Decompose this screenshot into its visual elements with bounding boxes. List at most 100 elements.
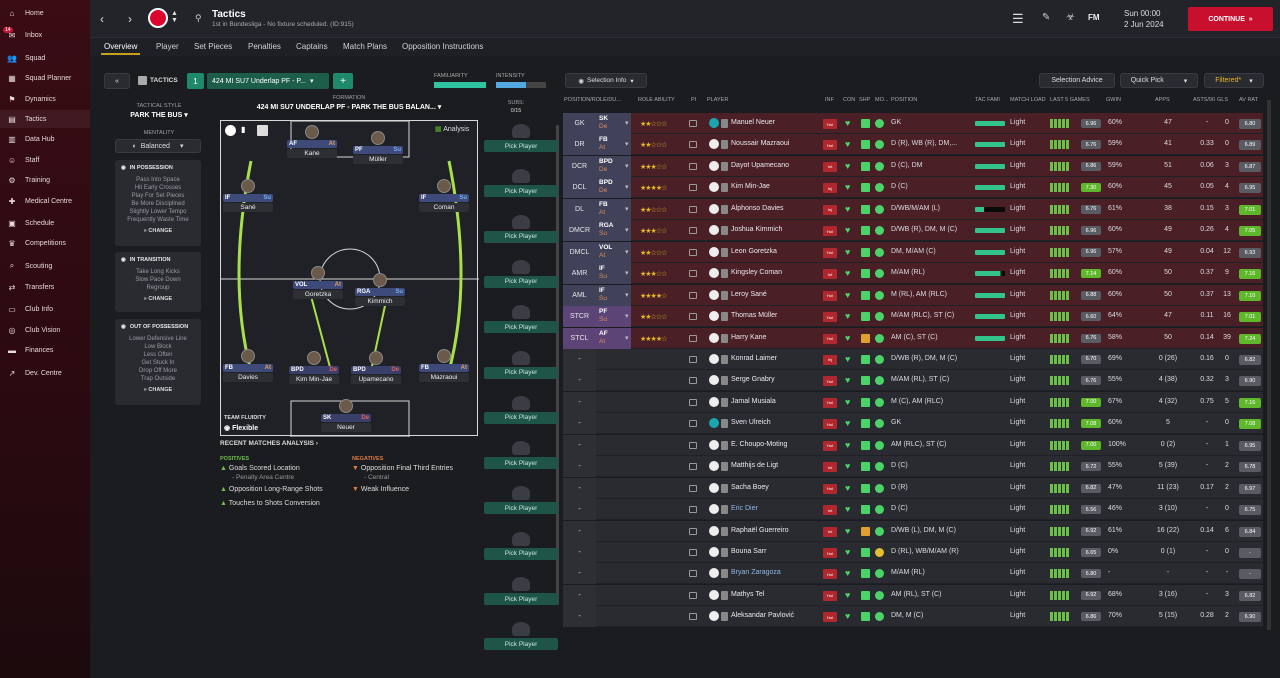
back-arrow-icon[interactable]: ‹ (100, 12, 104, 26)
forward-arrow-icon[interactable]: › (128, 12, 132, 26)
position-cell[interactable]: - (563, 456, 596, 478)
sidebar-item-squad[interactable]: 👥Squad (0, 49, 90, 67)
position-cell[interactable]: - (563, 520, 596, 542)
pi-icon[interactable] (689, 527, 697, 535)
player-name[interactable]: Eric Dier (731, 505, 758, 513)
pick-player-button[interactable]: Pick Player (484, 366, 558, 379)
player-name[interactable]: Noussair Mazraoui (731, 140, 790, 148)
pi-icon[interactable] (689, 248, 697, 256)
player-name[interactable]: Kingsley Coman (731, 269, 782, 277)
column-header[interactable]: LAST 5 GAMES (1050, 97, 1090, 103)
pi-icon[interactable] (689, 591, 697, 599)
pi-icon[interactable] (689, 506, 697, 514)
sidebar-item-club-vision[interactable]: ◎Club Vision (0, 321, 90, 339)
sidebar-item-home[interactable]: ⌂Home (0, 4, 90, 22)
analysis-button[interactable]: ▦ Analysis (435, 125, 469, 133)
pi-icon[interactable] (689, 398, 697, 406)
position-cell[interactable]: DMCR (563, 220, 596, 242)
pick-player-button[interactable]: Pick Player (484, 321, 558, 334)
pi-icon[interactable] (689, 205, 697, 213)
pick-player-button[interactable]: Pick Player (484, 275, 558, 288)
chevron-down-icon[interactable]: ▾ (625, 162, 629, 170)
player-name[interactable]: Thomas Müller (731, 312, 778, 320)
sidebar-item-dynamics[interactable]: ⚑Dynamics (0, 90, 90, 108)
pi-icon[interactable] (689, 613, 697, 621)
tab-penalties[interactable]: Penalties (248, 42, 281, 51)
position-cell[interactable]: - (563, 348, 596, 370)
pi-icon[interactable] (689, 184, 697, 192)
chevron-down-icon[interactable]: ▾ (625, 248, 629, 256)
pi-icon[interactable] (689, 570, 697, 578)
selection-advice-button[interactable]: Selection Advice (1039, 73, 1115, 88)
pi-icon[interactable] (689, 463, 697, 471)
column-header[interactable]: MATCH LOAD (1010, 97, 1046, 103)
continue-button[interactable]: CONTINUE » (1188, 7, 1273, 31)
position-cell[interactable]: - (563, 477, 596, 499)
pi-icon[interactable] (689, 484, 697, 492)
pi-icon[interactable] (689, 141, 697, 149)
tab-opposition-instructions[interactable]: Opposition Instructions (402, 42, 484, 51)
pick-player-button[interactable]: Pick Player (484, 140, 558, 152)
column-header[interactable]: INF (825, 97, 834, 103)
edit-icon[interactable]: ✎ (1042, 12, 1051, 23)
column-header[interactable]: GLS (1217, 97, 1229, 103)
pi-icon[interactable] (689, 313, 697, 321)
player-name[interactable]: Manuel Neuer (731, 119, 775, 126)
chevron-down-icon[interactable]: ▾ (625, 120, 629, 127)
sidebar-item-medical-centre[interactable]: ✚Medical Centre (0, 192, 90, 210)
chevron-down-icon[interactable]: ▾ (625, 270, 629, 278)
pi-icon[interactable] (689, 549, 697, 556)
player-name[interactable]: Dayot Upamecano (731, 161, 789, 169)
mentality-select[interactable]: ◐Balanced▾ (115, 139, 201, 153)
player-name[interactable]: Mathys Tel (731, 590, 765, 598)
sidebar-item-club-info[interactable]: ▭Club Info (0, 300, 90, 318)
column-header[interactable]: PLAYER (707, 97, 729, 103)
pick-player-button[interactable]: Pick Player (484, 230, 558, 243)
player-name[interactable]: Sven Ulreich (731, 419, 771, 427)
chevron-down-icon[interactable]: ▾ (625, 291, 629, 299)
column-header[interactable]: POSITION/ROLE/DU... (564, 97, 621, 103)
chevron-down-icon[interactable]: ▾ (625, 205, 629, 213)
player-name[interactable]: E. Choupo-Moting (731, 440, 788, 448)
sidebar-item-dev-centre[interactable]: ↗Dev. Centre (0, 364, 90, 382)
column-header[interactable]: ROLE ABILITY (638, 97, 675, 103)
position-cell[interactable]: AMR (563, 263, 596, 285)
position-cell[interactable]: AML (563, 284, 596, 306)
in-transition-change-button[interactable]: » CHANGE (115, 296, 201, 302)
column-header[interactable]: APPS (1155, 97, 1170, 103)
tab-overview[interactable]: Overview (100, 42, 141, 55)
position-cell[interactable]: DR (563, 134, 596, 156)
position-cell[interactable]: GK (563, 113, 596, 134)
player-name[interactable]: Matthijs de Ligt (731, 462, 779, 470)
pi-icon[interactable] (689, 120, 697, 127)
sidebar-item-training[interactable]: ⚙Training (0, 171, 90, 189)
tab-captains[interactable]: Captains (296, 42, 328, 51)
stats-icon[interactable]: ▮ (241, 125, 246, 134)
add-tactic-button[interactable]: + (333, 73, 353, 89)
column-header[interactable]: SHP (859, 97, 871, 103)
